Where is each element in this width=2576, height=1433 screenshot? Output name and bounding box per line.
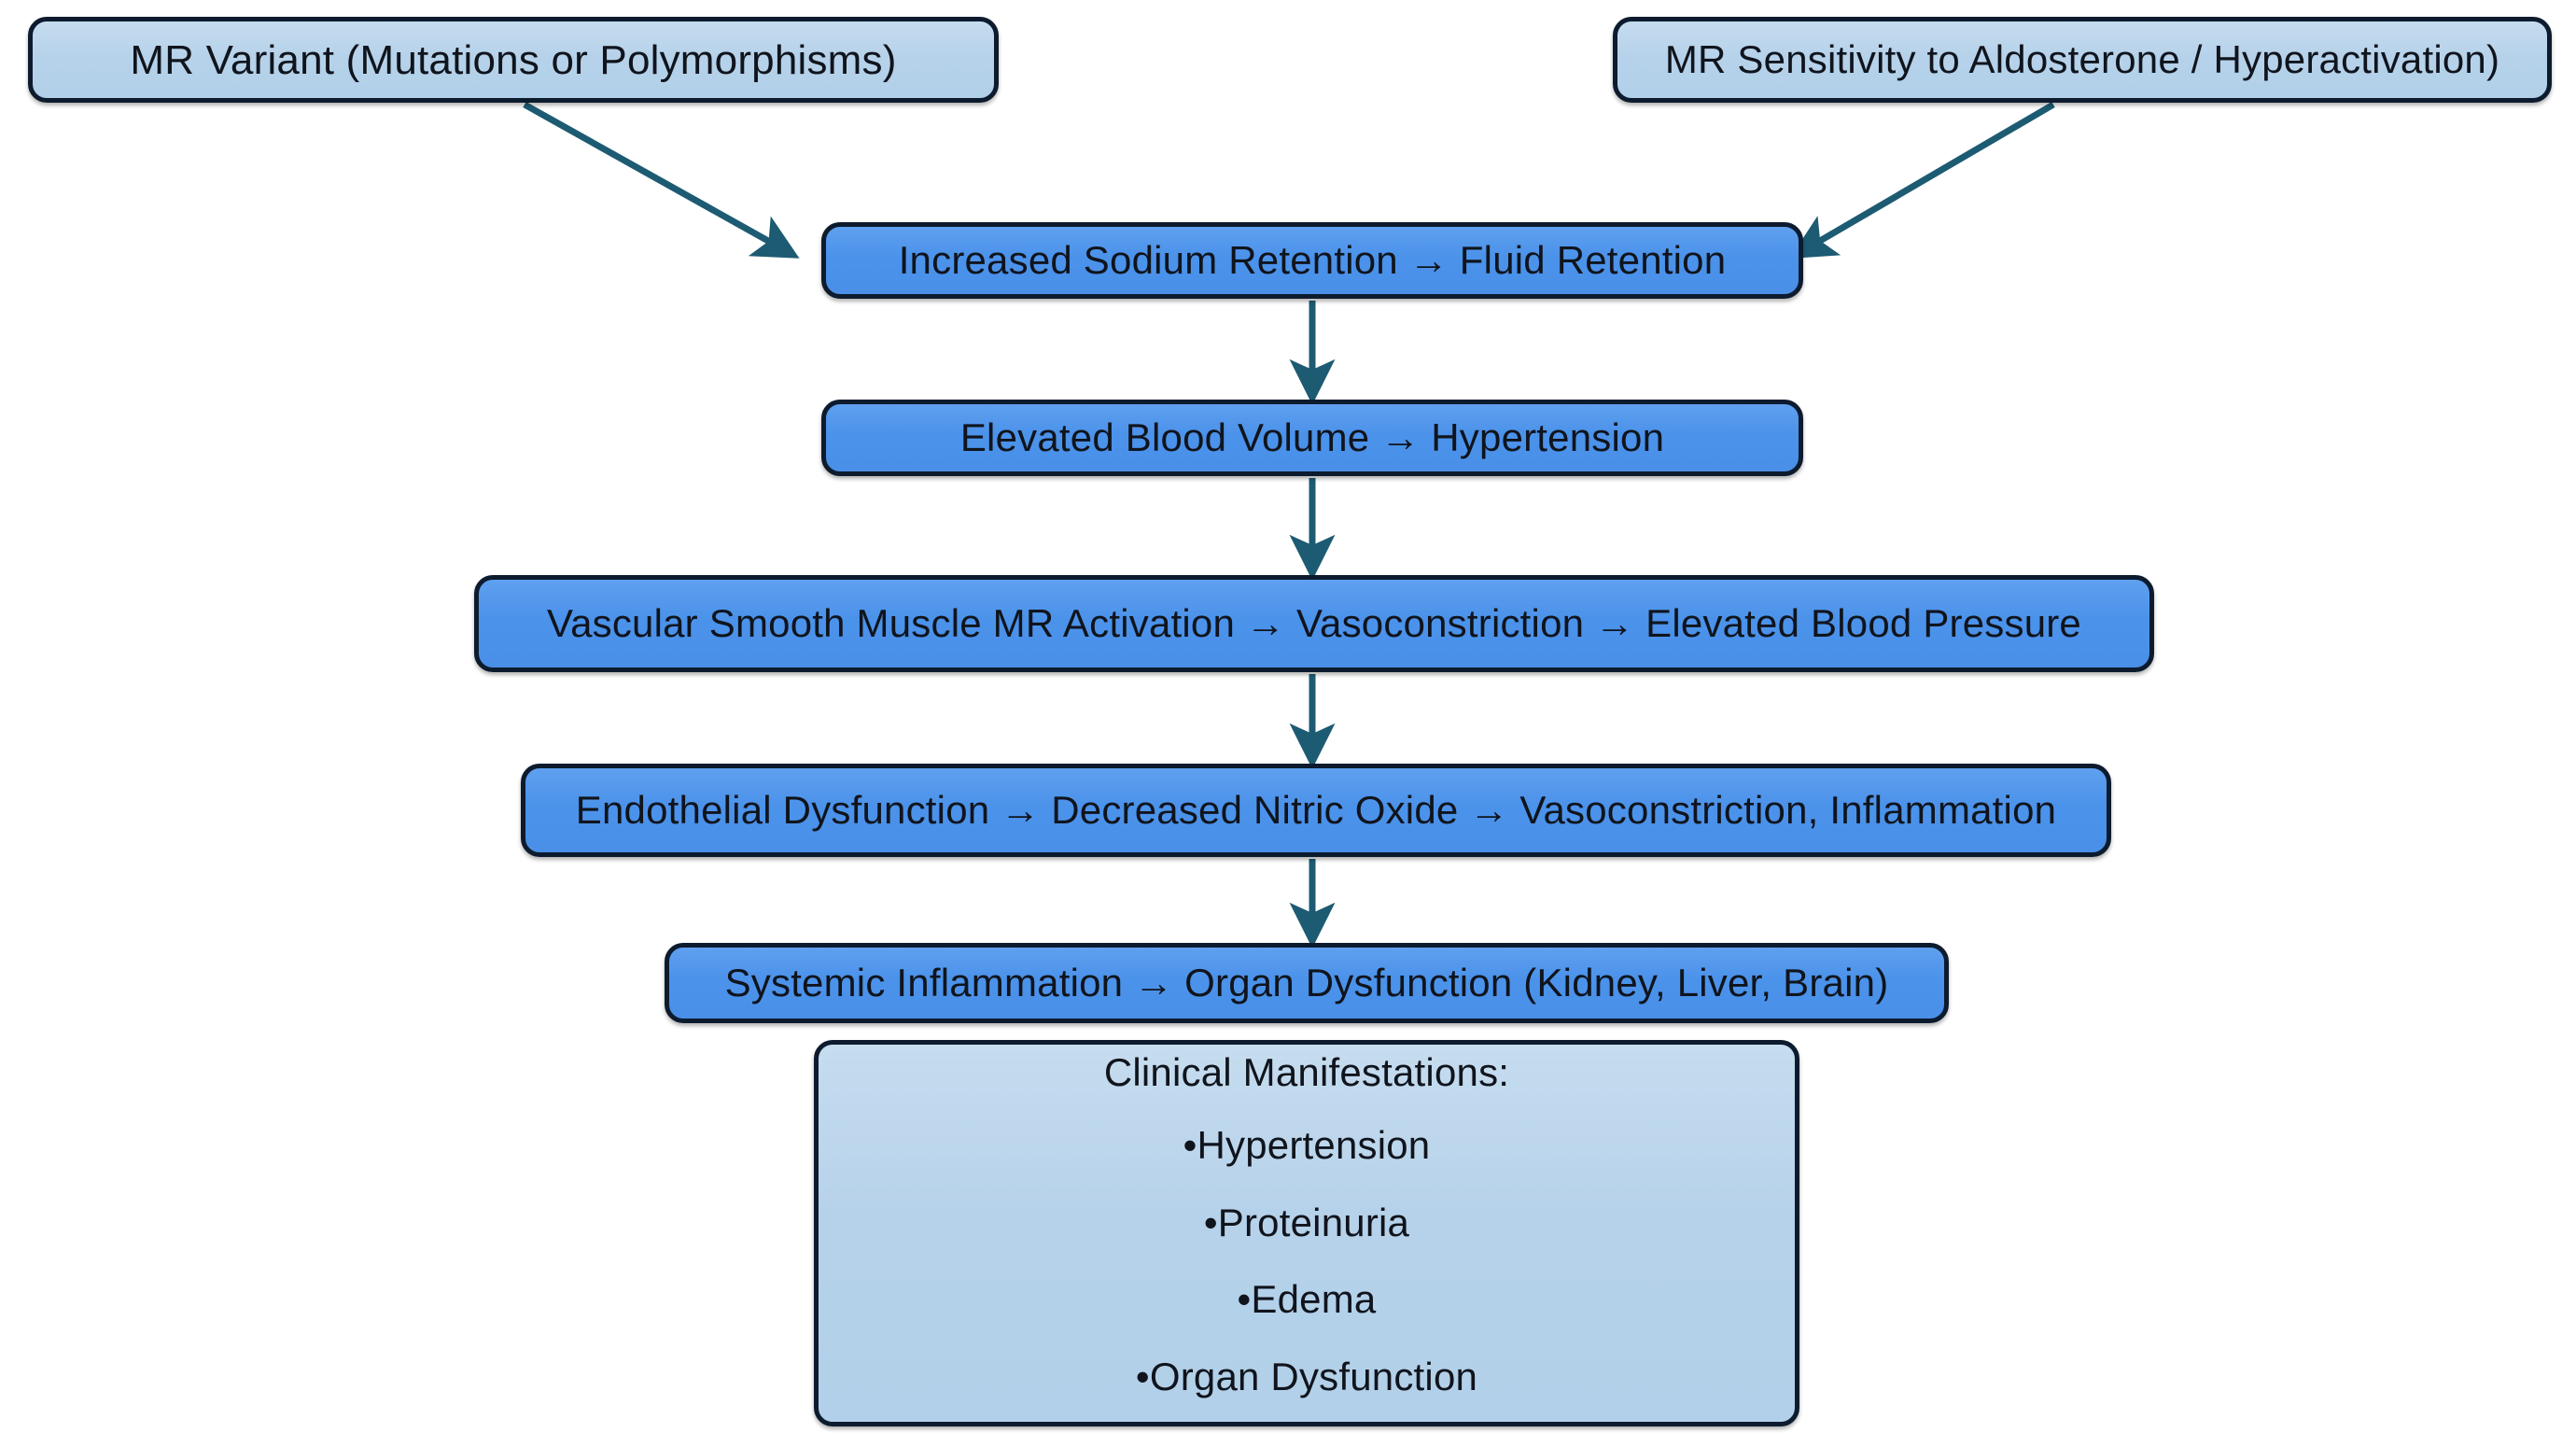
node-label: Elevated Blood Volume → Hypertension <box>959 414 1665 459</box>
node-endothelial-dysfunction[interactable]: Endothelial Dysfunction → Decreased Nitr… <box>521 764 2111 857</box>
manifestations-title: Clinical Manifestations: <box>1103 1049 1510 1094</box>
node-label: MR Sensitivity to Aldosterone / Hyperact… <box>1664 36 2500 81</box>
node-label: Endothelial Dysfunction → Decreased Nitr… <box>575 787 2057 832</box>
node-label: Increased Sodium Retention → Fluid Reten… <box>898 237 1727 282</box>
node-clinical-manifestations[interactable]: Clinical Manifestations: •Hypertension •P… <box>814 1040 1799 1426</box>
manifestation-item: •Edema <box>1237 1277 1377 1322</box>
node-systemic-inflammation[interactable]: Systemic Inflammation → Organ Dysfunctio… <box>665 943 1949 1023</box>
node-vascular-smooth-muscle[interactable]: Vascular Smooth Muscle MR Activation → V… <box>474 575 2154 672</box>
node-blood-volume[interactable]: Elevated Blood Volume → Hypertension <box>821 400 1803 476</box>
manifestation-item: •Hypertension <box>1183 1123 1431 1168</box>
node-label: Vascular Smooth Muscle MR Activation → V… <box>546 600 2081 645</box>
node-mr-sensitivity[interactable]: MR Sensitivity to Aldosterone / Hyperact… <box>1613 17 2552 103</box>
node-label: MR Variant (Mutations or Polymorphisms) <box>130 36 897 83</box>
manifestation-item: •Organ Dysfunction <box>1135 1354 1478 1398</box>
node-mr-variant[interactable]: MR Variant (Mutations or Polymorphisms) <box>28 17 999 103</box>
manifestations-list: •Hypertension •Proteinuria •Edema •Organ Dy… <box>1136 1121 1477 1401</box>
node-sodium-retention[interactable]: Increased Sodium Retention → Fluid Reten… <box>821 222 1803 299</box>
connector-arrow <box>523 101 800 259</box>
connector-arrow <box>1789 101 2055 259</box>
manifestation-item: •Proteinuria <box>1203 1200 1410 1244</box>
node-label: Systemic Inflammation → Organ Dysfunctio… <box>724 960 1889 1005</box>
